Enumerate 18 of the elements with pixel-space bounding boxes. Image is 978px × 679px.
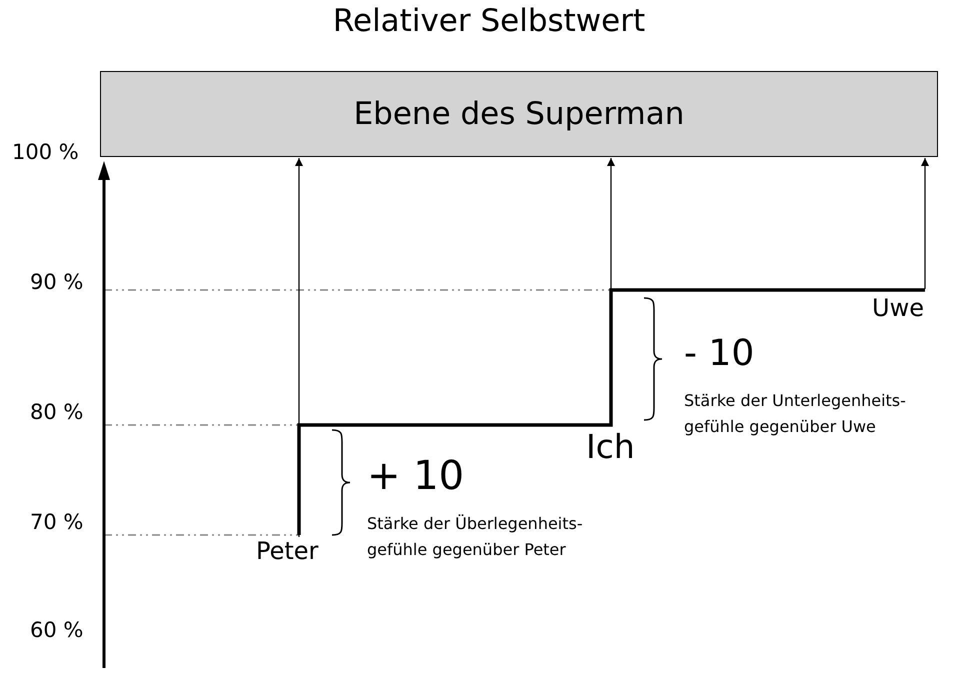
axis-tick-label: 70 % — [30, 510, 84, 534]
axis-tick-label: 60 % — [30, 618, 84, 642]
band-label: Ebene des Superman — [354, 96, 684, 132]
person-label: Uwe — [872, 295, 924, 323]
annotation-text: Stärke der Unterlegenheits- gefühle gegenüber Uwe — [684, 390, 907, 438]
arrow — [295, 158, 303, 537]
axis-tick-label: 80 % — [30, 400, 84, 424]
axis-tick-label: 90 % — [30, 270, 84, 294]
person-label: Peter — [256, 537, 318, 565]
axis-tick-label: 100 % — [12, 140, 79, 164]
person-label: Ich — [586, 428, 635, 466]
difference-value: - 10 — [684, 333, 754, 374]
arrow — [607, 158, 615, 289]
annotation-text: Stärke der Überlegenheits- gefühle gegenüber Peter — [367, 513, 584, 561]
title: Relativer Selbstwert — [332, 4, 646, 40]
difference-value: + 10 — [367, 453, 464, 499]
level-band — [100, 71, 938, 157]
arrow — [921, 158, 929, 289]
